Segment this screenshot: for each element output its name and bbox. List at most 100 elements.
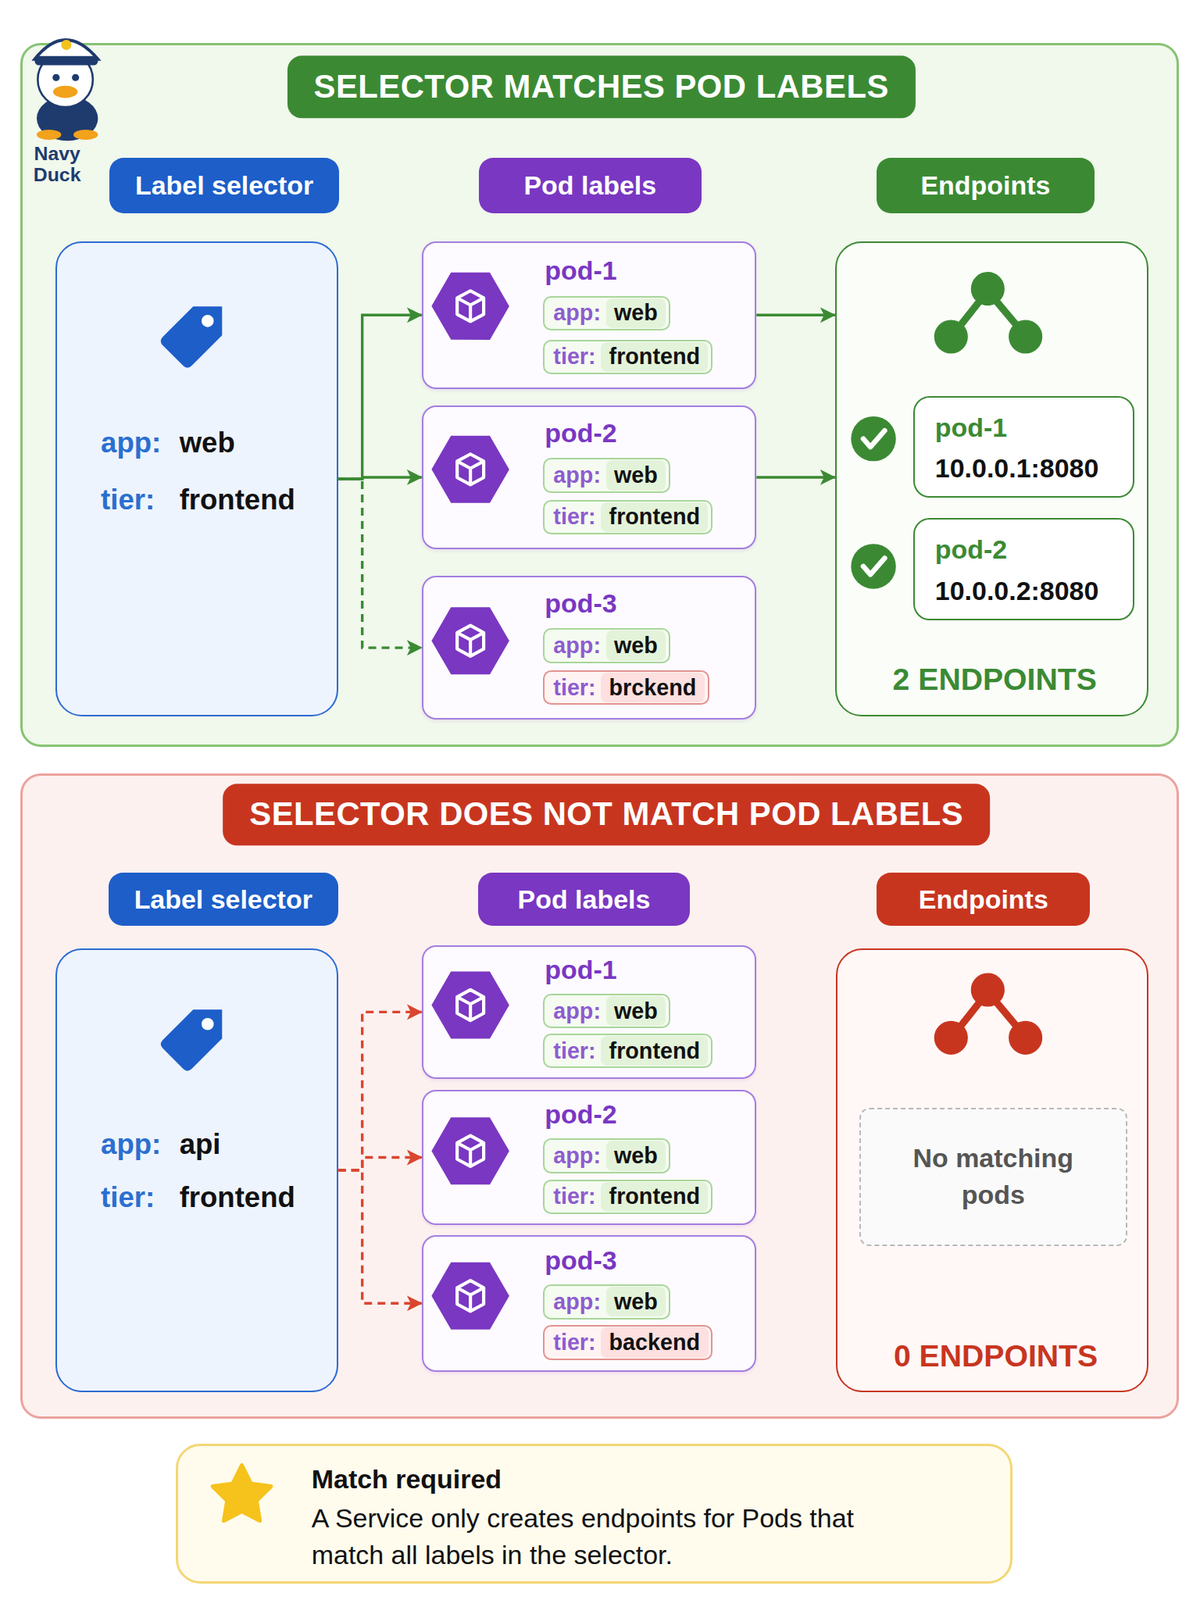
label-value: frontend <box>179 1181 296 1215</box>
connector-arrow <box>338 1157 422 1171</box>
pod-name: pod-2 <box>544 1100 617 1131</box>
label-key: tier: <box>544 1038 602 1065</box>
section-panel: SELECTOR DOES NOT MATCH POD LABELS Label … <box>20 773 1179 1418</box>
label-value: web <box>606 298 667 329</box>
label-pill: tier:frontend <box>542 1033 714 1068</box>
column-header: Pod labels <box>478 157 702 215</box>
connector-arrow <box>338 1170 422 1304</box>
endpoint-count: 2 ENDPOINTS <box>892 661 1097 697</box>
selector-box: app: api tier: frontend <box>55 948 339 1393</box>
star-icon <box>212 1465 271 1522</box>
label-key: app: <box>544 1289 607 1315</box>
pod-box: pod-2 app:web tier:frontend <box>421 405 757 550</box>
label-value: frontend <box>600 502 708 533</box>
pod-icon <box>421 590 519 692</box>
label-value: backend <box>600 1327 708 1358</box>
endpoint-count: 0 ENDPOINTS <box>893 1338 1098 1374</box>
pod-name: pod-3 <box>544 588 617 619</box>
pod-icon <box>421 418 519 520</box>
section-panel: SELECTOR MATCHES POD LABELS Label selecto… <box>20 42 1179 747</box>
note-body: A Service only creates endpoints for Pod… <box>311 1500 904 1574</box>
check-icon <box>850 543 896 589</box>
label-value: frontend <box>600 1182 708 1212</box>
pod-icon <box>421 1100 519 1202</box>
connector-arrow <box>338 478 422 648</box>
label-pill: tier:backend <box>542 1325 714 1360</box>
label-pill: app:web <box>542 457 672 493</box>
connector-arrow <box>338 477 422 479</box>
pod-name: pod-1 <box>935 412 1008 443</box>
column-header: Label selector <box>108 872 339 926</box>
endpoint-entry: pod-2 10.0.0.2:8080 <box>913 517 1135 621</box>
column-title: Pod labels <box>517 884 651 915</box>
connector-arrow <box>756 314 836 317</box>
column-title: Endpoints <box>920 170 1050 201</box>
selector-box: app:webtier:frontend <box>55 241 339 718</box>
endpoint-address: 10.0.0.1:8080 <box>935 453 1099 484</box>
placeholder-text: No matching pods <box>888 1139 1098 1215</box>
label-value: web <box>179 426 236 460</box>
label-value: web <box>606 630 667 661</box>
pod-box: pod-3app:webtier:backend <box>421 1235 757 1372</box>
network-icon <box>934 973 1042 1054</box>
label-pill: app:web <box>542 993 672 1029</box>
pod-icon <box>421 1245 519 1347</box>
network-icon <box>934 272 1042 354</box>
section-title: SELECTOR MATCHES POD LABELS <box>287 56 916 118</box>
connector-arrow <box>338 314 422 479</box>
endpoint-entry: pod-1 10.0.0.1:8080 <box>913 396 1135 499</box>
column-title: Endpoints <box>918 884 1049 915</box>
label-key: tier: <box>544 675 602 701</box>
label-value: web <box>606 996 667 1026</box>
pod-name: pod-2 <box>935 535 1008 566</box>
label-pill: tier:frontend <box>542 500 714 535</box>
label-key: app: <box>544 462 607 489</box>
column-header: Endpoints <box>876 157 1094 215</box>
label-value: api <box>179 1128 222 1161</box>
label-value: web <box>606 1140 667 1171</box>
pod-name: pod-1 <box>544 954 617 986</box>
column-title: Pod labels <box>523 170 657 201</box>
column-header: Pod labels <box>478 872 691 926</box>
endpoint-address: 10.0.0.2:8080 <box>935 575 1099 607</box>
tag-icon <box>158 292 237 371</box>
label-key: tier: <box>100 483 155 517</box>
note-box: Match requiredA Service only creates end… <box>175 1443 1013 1584</box>
label-key: app: <box>544 1142 607 1169</box>
pod-box: pod-3app:webtier:brckend <box>421 575 757 720</box>
pod-name: pod-3 <box>544 1246 617 1277</box>
label-value: frontend <box>600 1035 708 1066</box>
tag-icon <box>158 995 237 1074</box>
label-key: tier: <box>100 1181 155 1215</box>
pod-icon <box>421 954 519 1056</box>
label-key: app: <box>544 998 607 1025</box>
pod-name: pod-1 <box>544 256 617 287</box>
label-key: tier: <box>544 343 602 370</box>
label-pill: app:web <box>542 296 672 331</box>
section-title: SELECTOR DOES NOT MATCH POD LABELS <box>222 783 990 846</box>
label-key: app: <box>100 1128 161 1161</box>
column-header: Label selector <box>109 157 340 215</box>
endpoints-box: 0 ENDPOINTS No matching pods <box>835 948 1149 1393</box>
label-key: app: <box>544 300 607 326</box>
pod-box: pod-1app:webtier:frontend <box>421 945 757 1079</box>
connector-arrow <box>756 475 836 479</box>
pod-box: pod-2app:webtier:frontend <box>421 1089 757 1225</box>
column-title: Label selector <box>134 884 313 915</box>
label-value: web <box>606 1286 667 1317</box>
label-pill: app:web <box>542 628 672 663</box>
label-key: app: <box>544 632 607 659</box>
duck-mascot <box>34 39 98 141</box>
label-pill: tier:frontend <box>542 339 714 375</box>
column-title: Label selector <box>135 170 314 201</box>
empty-placeholder: No matching pods <box>859 1107 1129 1246</box>
label-key: tier: <box>544 1183 602 1210</box>
pod-box: pod-1app:webtier:frontend <box>421 241 757 390</box>
check-icon <box>850 416 896 461</box>
label-key: app: <box>100 426 161 460</box>
pod-name: pod-2 <box>544 417 617 449</box>
label-key: tier: <box>544 1329 602 1356</box>
label-value: frontend <box>600 342 708 372</box>
label-pill: tier:frontend <box>542 1179 714 1215</box>
